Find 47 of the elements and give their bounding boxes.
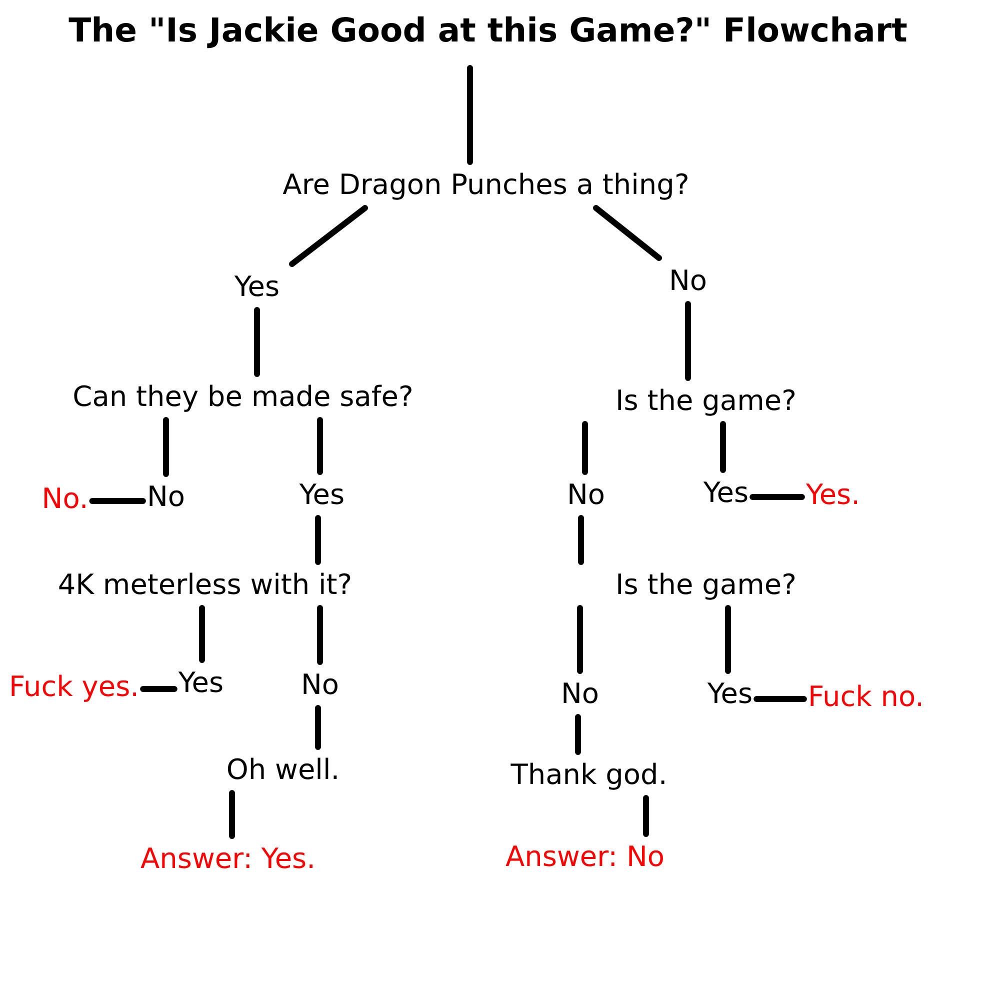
connector-line [578, 515, 584, 565]
flow-text: No [566, 478, 606, 512]
flow-text: Yes [178, 666, 224, 700]
connector-line [685, 301, 691, 381]
flow-text: No [668, 264, 708, 298]
flow-text: Yes. [806, 478, 860, 512]
flow-text: Thank god. [510, 758, 668, 792]
flow-text: 4K meterless with it? [58, 568, 352, 602]
connector-line [725, 605, 731, 674]
connector-line [467, 65, 473, 165]
flow-text: No. [42, 482, 88, 516]
connector-line [229, 790, 235, 839]
connector-line [89, 498, 146, 504]
connector-line [140, 686, 178, 692]
connector-line [750, 494, 805, 500]
flow-text: Fuck no. [808, 680, 924, 714]
connector-line [315, 515, 321, 565]
connector-line [163, 417, 169, 477]
flow-text: No [560, 677, 600, 711]
connector-line [720, 421, 726, 473]
flow-text: Are Dragon Punches a thing? [282, 168, 690, 202]
connector-line [754, 696, 807, 702]
connector-line [199, 605, 205, 663]
flow-text: No [300, 668, 340, 702]
connector-line [593, 205, 662, 261]
title: The "Is Jackie Good at this Game?" Flowchart [68, 9, 908, 52]
connector-line [582, 421, 588, 475]
flow-text: Oh well. [226, 753, 340, 787]
flow-text: No [146, 480, 186, 514]
flow-text: Answer: Yes. [140, 842, 316, 876]
flow-text: Is the game? [616, 384, 796, 418]
flow-text: Can they be made safe? [72, 380, 414, 414]
flow-text: Yes [707, 677, 753, 711]
connector-line [577, 605, 583, 674]
flow-text: Is the game? [616, 568, 796, 602]
connector-line [289, 205, 368, 267]
connector-line [643, 795, 649, 837]
flow-text: Yes [234, 270, 280, 304]
connector-line [317, 417, 323, 475]
connector-line [315, 705, 321, 750]
flow-text: Answer: No [505, 840, 665, 874]
flow-text: Yes [299, 478, 345, 512]
flow-text: Yes [703, 476, 749, 510]
flow-text: Fuck yes. [8, 670, 140, 704]
connector-line [575, 714, 581, 755]
connector-line [317, 605, 323, 665]
connector-line [254, 307, 260, 377]
